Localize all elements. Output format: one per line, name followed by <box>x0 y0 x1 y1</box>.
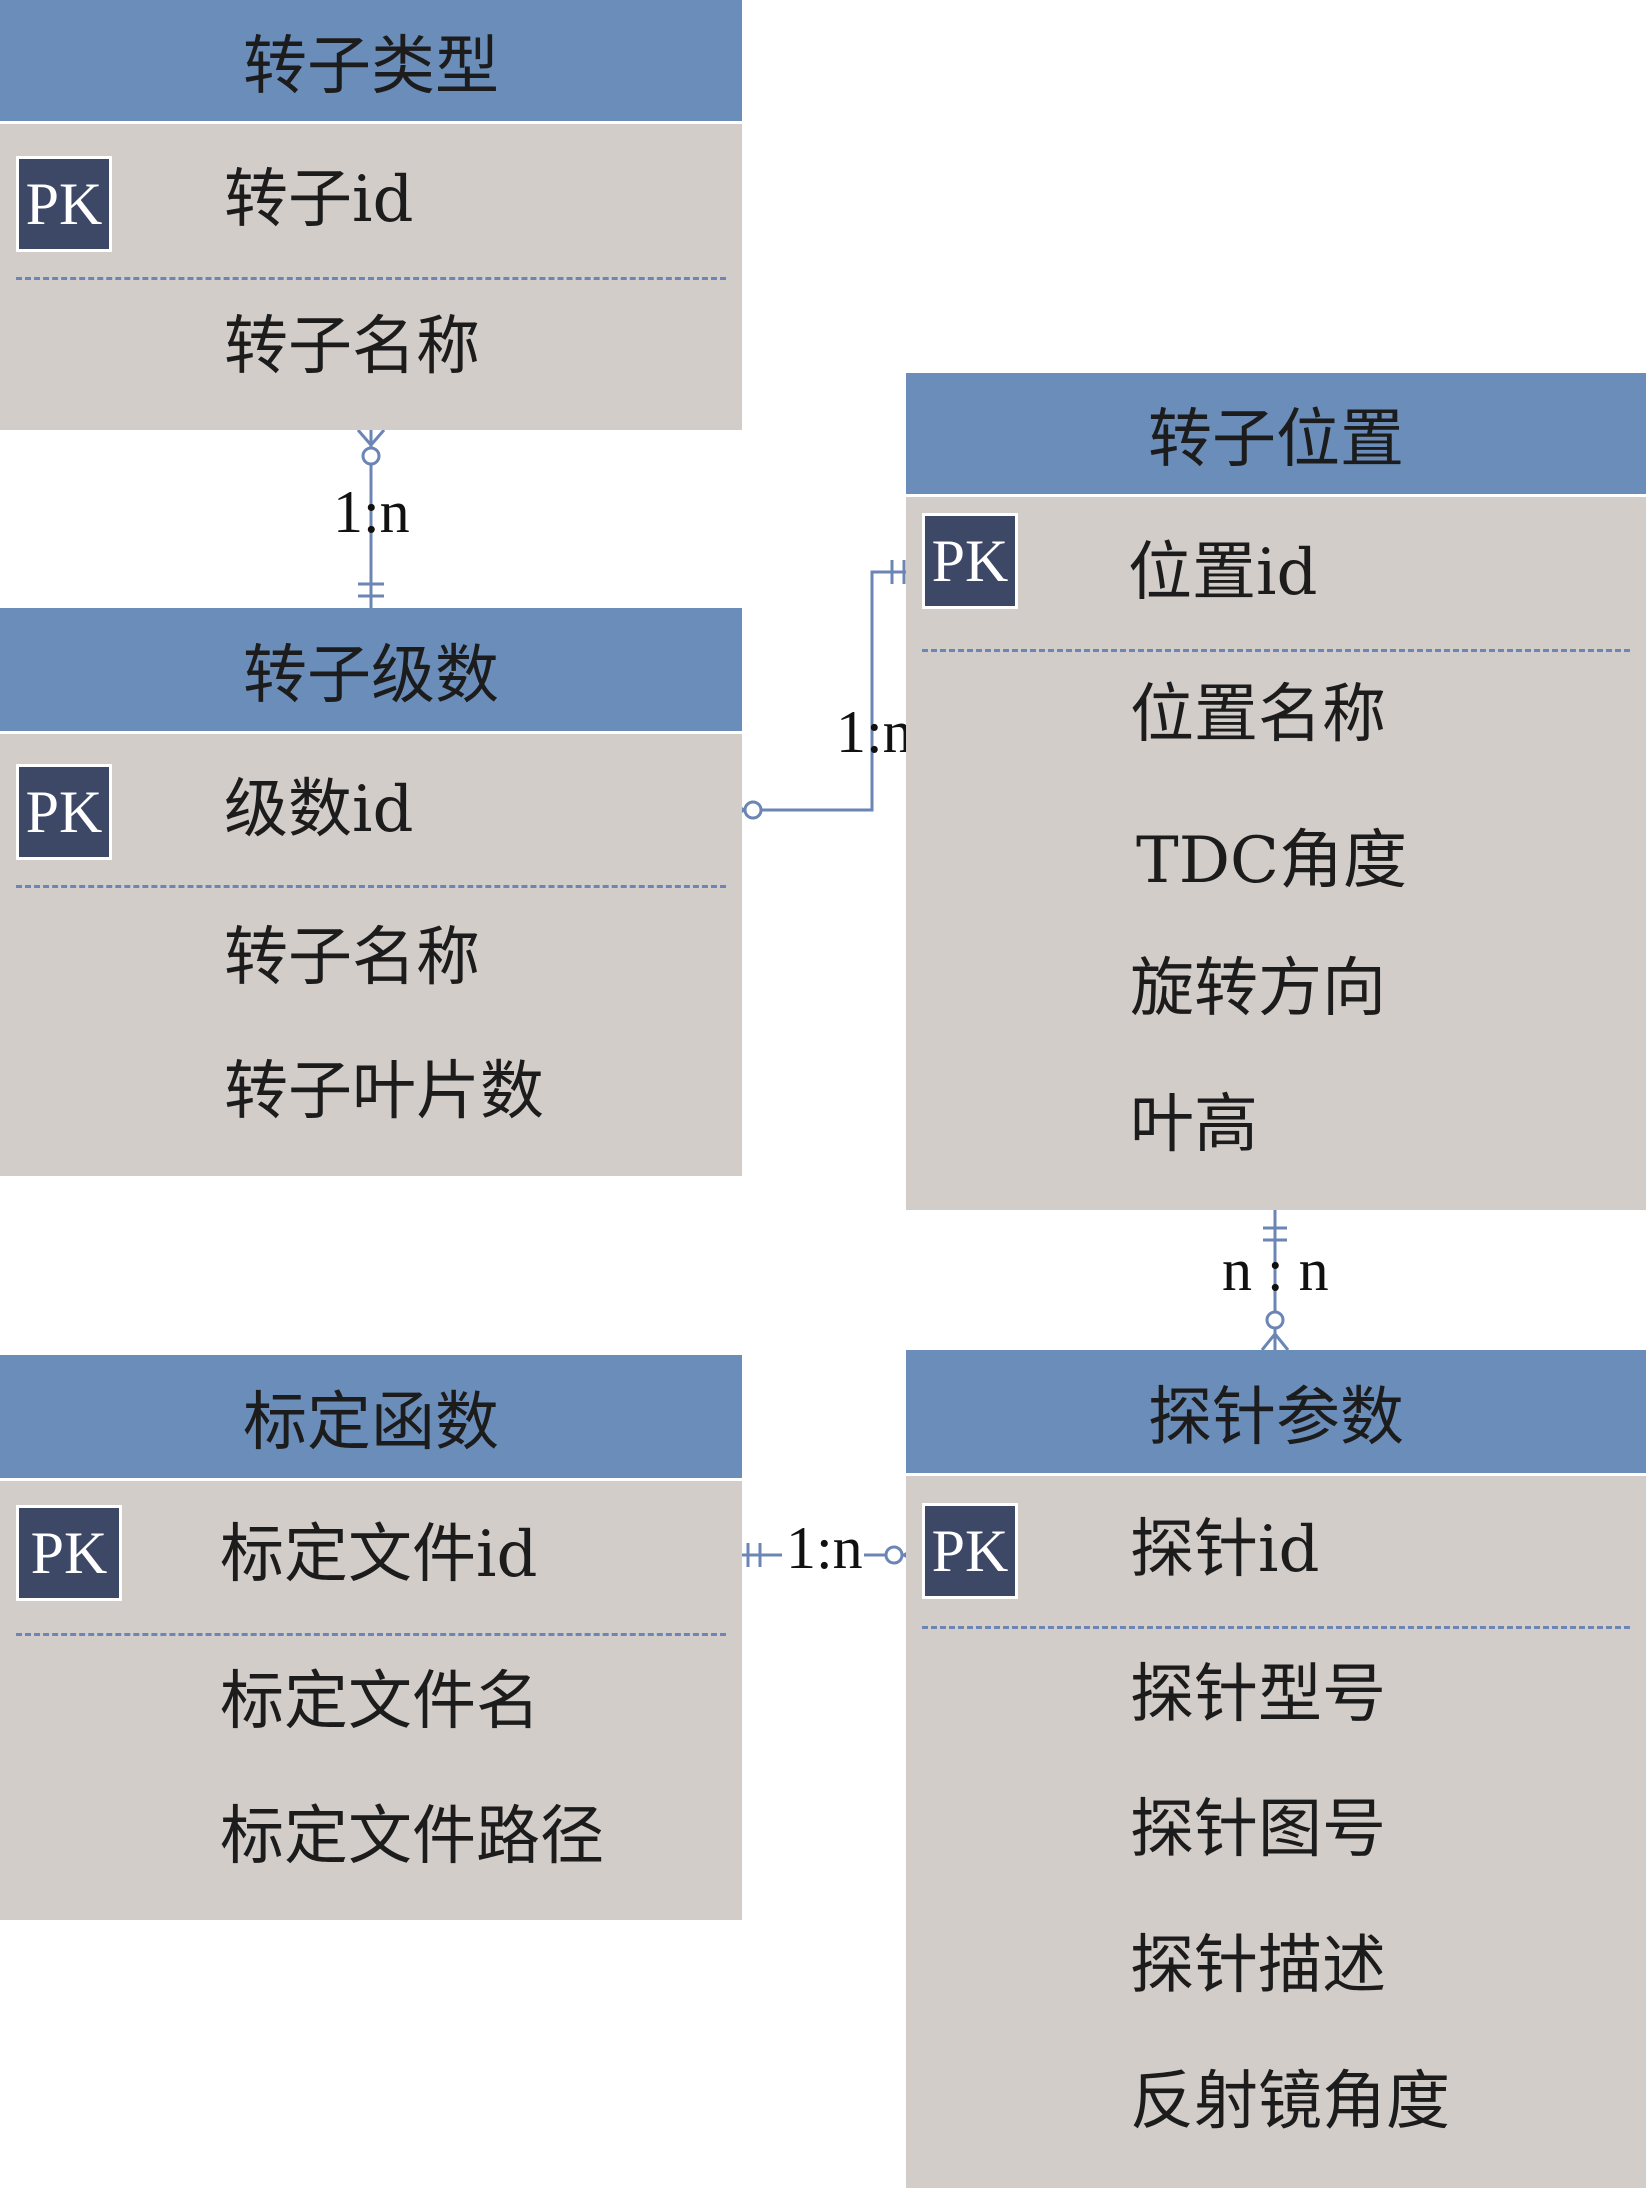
relation-label-stage-position: 1:n <box>836 699 913 765</box>
pk-field: 位置id <box>1128 536 1318 610</box>
pk-badge: PK <box>16 764 112 860</box>
entity-title: 标定函数 <box>0 1355 742 1481</box>
field: 探针图号 <box>1130 1793 1386 1867</box>
relation-label-type-stage: 1:n <box>333 479 410 545</box>
entity-rotor-position: 转子位置 PK 位置id 位置名称 TDC角度 旋转方向 叶高 <box>906 373 1646 1210</box>
field: 探针型号 <box>1130 1658 1386 1732</box>
entity-rotor-type: 转子类型 PK 转子id 转子名称 <box>0 0 742 430</box>
pk-field: 级数id <box>224 773 414 847</box>
pk-badge: PK <box>16 156 112 252</box>
field: 标定文件名 <box>220 1665 540 1739</box>
field: 叶高 <box>1130 1088 1258 1162</box>
pk-field: 探针id <box>1130 1513 1320 1587</box>
field-divider <box>922 1626 1630 1629</box>
entity-title: 转子位置 <box>906 373 1646 497</box>
field: 探针描述 <box>1130 1929 1386 2003</box>
field: 转子名称 <box>224 921 480 995</box>
entity-probe-params: 探针参数 PK 探针id 探针型号 探针图号 探针描述 反射镜角度 <box>906 1350 1646 2188</box>
entity-title: 探针参数 <box>906 1350 1646 1476</box>
entity-title: 转子类型 <box>0 0 742 124</box>
pk-badge: PK <box>16 1505 122 1601</box>
field: TDC角度 <box>1136 824 1407 898</box>
pk-field: 标定文件id <box>220 1518 538 1592</box>
entity-calibration-function: 标定函数 PK 标定文件id 标定文件名 标定文件路径 <box>0 1355 742 1920</box>
pk-badge: PK <box>922 513 1018 609</box>
field-divider <box>16 1633 726 1636</box>
field-divider <box>16 277 726 280</box>
pk-badge: PK <box>922 1503 1018 1599</box>
relation-label-position-probe: n : n <box>1222 1237 1329 1303</box>
field: 转子叶片数 <box>224 1055 544 1129</box>
field: 旋转方向 <box>1130 952 1386 1026</box>
field-divider <box>922 649 1630 652</box>
field: 标定文件路径 <box>220 1800 604 1874</box>
entity-rotor-stage: 转子级数 PK 级数id 转子名称 转子叶片数 <box>0 608 742 1176</box>
entity-title: 转子级数 <box>0 608 742 734</box>
field: 转子名称 <box>224 310 480 384</box>
pk-field: 转子id <box>224 163 414 237</box>
field: 位置名称 <box>1130 678 1386 752</box>
relation-label-calib-probe: 1:n <box>786 1515 863 1581</box>
field: 反射镜角度 <box>1130 2065 1450 2139</box>
field-divider <box>16 885 726 888</box>
